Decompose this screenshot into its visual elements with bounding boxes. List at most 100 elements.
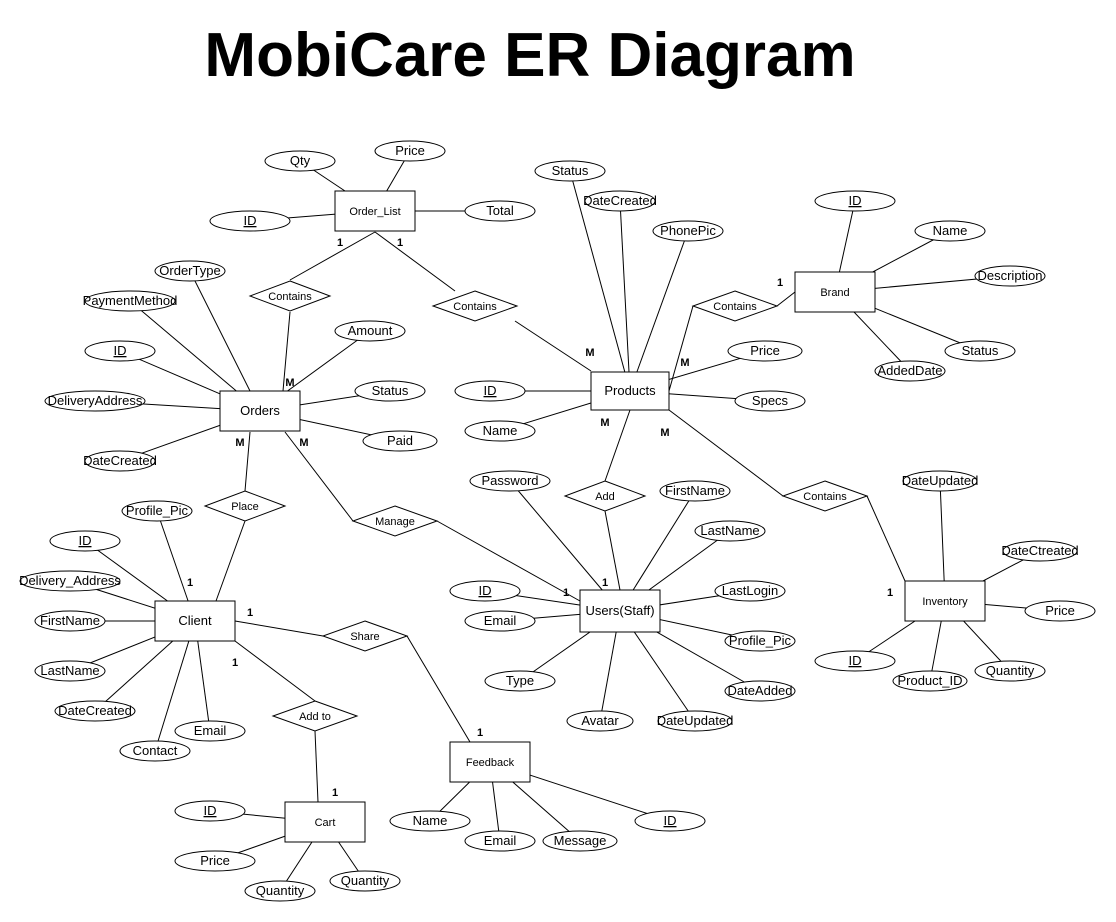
attribute-ellipse	[449, 580, 521, 602]
attribute-brand-addeddate: AddedDate	[874, 360, 946, 382]
attribute-label: Paid	[387, 433, 413, 448]
attribute-label: LastName	[40, 663, 99, 678]
attribute-order-list-id: ID	[209, 210, 291, 232]
attribute-order-list-price: Price	[374, 140, 446, 162]
relationship-connector	[314, 730, 319, 803]
attribute-label: Quantity	[256, 883, 305, 898]
entity-label: Products	[604, 383, 656, 398]
attribute-orders-amount: Amount	[334, 320, 406, 342]
attribute-client-id: ID	[49, 530, 121, 552]
attribute-ellipse	[724, 680, 796, 702]
attribute-ellipse	[454, 380, 526, 402]
attribute-brand-status: Status	[944, 340, 1016, 362]
cardinality-label: 1	[232, 657, 238, 669]
key-attribute-label: ID	[484, 383, 497, 398]
attribute-ellipse	[174, 720, 246, 742]
attribute-ellipse	[566, 710, 634, 732]
attribute-products-status: Status	[534, 160, 606, 182]
cardinality-label: 1	[247, 607, 253, 619]
attribute-ellipse	[944, 340, 1016, 362]
cardinality-label: M	[585, 347, 594, 359]
entity-box	[284, 801, 366, 843]
cardinality-label: 1	[777, 277, 783, 289]
relationship-diamond	[203, 490, 287, 522]
relationship-connector	[284, 431, 354, 522]
attribute-label: Email	[484, 613, 517, 628]
attribute-label: Total	[486, 203, 514, 218]
attribute-inventory-datectreated: DateCtreated	[1001, 540, 1079, 562]
key-attribute-label: ID	[114, 343, 127, 358]
entity-brand: Brand	[794, 271, 876, 313]
attribute-users-lastlogin: LastLogin	[714, 580, 786, 602]
attribute-ellipse	[464, 200, 536, 222]
entity-cart: Cart	[284, 801, 366, 843]
attribute-users-dateupdated: DateUpdated	[657, 710, 733, 732]
relationship-label: Manage	[375, 516, 415, 528]
attribute-ellipse	[542, 830, 618, 852]
relationship-connector	[776, 291, 796, 307]
cardinality-label: M	[600, 417, 609, 429]
attribute-ellipse	[154, 260, 226, 282]
attribute-orders-id: ID	[84, 340, 156, 362]
entity-label: Inventory	[922, 596, 968, 608]
relationship-diamond	[691, 290, 779, 322]
entity-users: Users(Staff)	[579, 589, 661, 633]
attribute-inventory-product-id: Product_ID	[892, 670, 968, 692]
attribute-order-list-qty: Qty	[264, 150, 336, 172]
attribute-cart-id: ID	[174, 800, 246, 822]
attribute-products-specs: Specs	[734, 390, 806, 412]
attribute-label: Description	[977, 268, 1042, 283]
attribute-ellipse	[329, 870, 401, 892]
attribute-connector	[189, 270, 261, 412]
cardinality-label: 1	[187, 577, 193, 589]
entity-products: Products	[590, 371, 670, 411]
attribute-label: Delivery_Address	[19, 573, 121, 588]
attribute-label: PaymentMethod	[83, 293, 178, 308]
cardinality-label: M	[235, 437, 244, 449]
attribute-users-dateadded: DateAdded	[724, 680, 796, 702]
entity-box	[579, 589, 661, 633]
attribute-feedback-email: Email	[464, 830, 536, 852]
attribute-connector	[509, 480, 621, 612]
attribute-feedback-message: Message	[542, 830, 618, 852]
attribute-ellipse	[724, 630, 796, 652]
attribute-feedback-id: ID	[634, 810, 706, 832]
key-attribute-label: ID	[664, 813, 677, 828]
attribute-label: Name	[483, 423, 518, 438]
relationship-connector	[244, 431, 251, 492]
attribute-users-profile-pic: Profile_Pic	[724, 630, 796, 652]
attribute-users-lastname: LastName	[694, 520, 766, 542]
attribute-label: DeliveryAddress	[48, 393, 143, 408]
attribute-ellipse	[44, 390, 146, 412]
cardinality-label: M	[660, 427, 669, 439]
attribute-users-id: ID	[449, 580, 521, 602]
relationship-label: Contains	[713, 301, 757, 313]
relationship-connector	[234, 640, 316, 702]
entity-label: Cart	[315, 817, 336, 829]
cardinality-label: 1	[477, 727, 483, 739]
cardinality-label: 1	[332, 787, 338, 799]
attribute-client-profile-pic: Profile_Pic	[121, 500, 193, 522]
attribute-label: Qty	[290, 153, 311, 168]
attribute-label: LastName	[700, 523, 759, 538]
attribute-ellipse	[264, 150, 336, 172]
entity-box	[154, 600, 236, 642]
attribute-orders-ordertype: OrderType	[154, 260, 226, 282]
entity-label: Feedback	[466, 757, 515, 769]
attribute-label: FirstName	[40, 613, 100, 628]
attribute-ellipse	[974, 660, 1046, 682]
cardinality-label: 1	[337, 237, 343, 249]
relationship-connector	[282, 311, 291, 392]
attribute-ellipse	[1002, 540, 1078, 562]
attribute-inventory-price: Price	[1024, 600, 1096, 622]
attribute-client-datecreated: DateCreated	[54, 700, 136, 722]
relationship-diamond	[248, 280, 332, 312]
attribute-ellipse	[727, 340, 803, 362]
attribute-inventory-quantity: Quantity	[974, 660, 1046, 682]
relationship-connector	[215, 520, 246, 602]
attribute-label: Product_ID	[897, 673, 962, 688]
